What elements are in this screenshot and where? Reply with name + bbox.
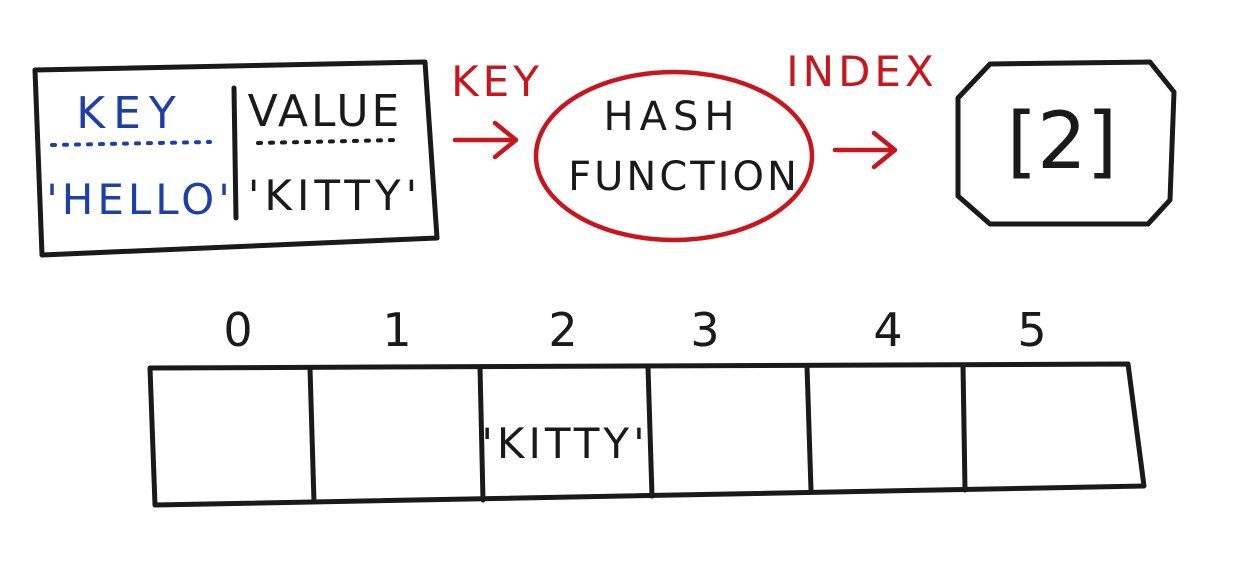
array-cell-divider <box>960 362 968 493</box>
index-result-text: [2] <box>1007 97 1118 187</box>
hash-function: HASH FUNCTION <box>533 69 815 243</box>
array-outline <box>147 361 1147 508</box>
array-index-3: 3 <box>690 303 719 357</box>
hash-function-line2: FUNCTION <box>568 154 800 200</box>
array-cell-divider <box>307 365 317 505</box>
key-value-card-border <box>32 59 440 258</box>
index-result-border <box>955 59 1177 227</box>
array-index-labels: 0 1 2 3 4 5 <box>223 303 1046 357</box>
array-cells: 'KITTY' <box>307 362 968 505</box>
value-header: VALUE <box>248 86 403 137</box>
key-arrow: KEY <box>451 57 543 160</box>
array-cell-divider <box>645 364 655 499</box>
array-cell-divider <box>477 364 486 503</box>
key-value-text: 'HELLO' <box>46 175 234 224</box>
index-arrow-label: INDEX <box>786 47 937 96</box>
key-value-card: KEY 'HELLO' VALUE 'KITTY' <box>32 59 440 258</box>
array-index-5: 5 <box>1017 303 1046 357</box>
index-result: [2] <box>955 59 1177 227</box>
array-index-0: 0 <box>223 303 252 357</box>
key-arrow-head <box>492 120 519 160</box>
array-cell-2-value: 'KITTY' <box>481 419 648 468</box>
array: 'KITTY' <box>147 361 1147 508</box>
index-arrow: INDEX <box>786 47 937 170</box>
index-arrow-head <box>871 130 898 170</box>
key-arrow-label: KEY <box>451 57 543 106</box>
array-index-1: 1 <box>382 303 411 357</box>
value-header-dotted-rule <box>256 138 400 145</box>
array-index-2: 2 <box>548 303 577 357</box>
array-index-4: 4 <box>873 303 902 357</box>
value-value-text: 'KITTY' <box>248 171 422 220</box>
array-cell-divider <box>804 363 814 493</box>
key-value-card-divider <box>231 85 239 221</box>
hash-function-oval <box>533 69 815 243</box>
key-header: KEY <box>76 88 184 139</box>
key-header-dotted-rule <box>50 140 212 147</box>
hash-function-line1: HASH <box>604 94 741 140</box>
